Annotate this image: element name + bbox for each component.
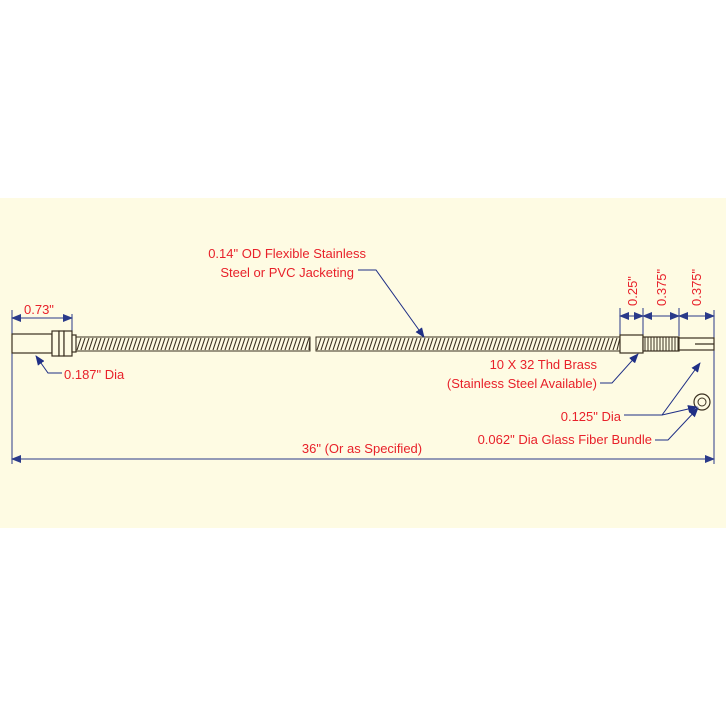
threaded-fitting [619,334,715,354]
leader-fiber [655,407,699,441]
dimension-label-073: 0.73" [24,302,54,317]
leader-jacket [358,269,425,338]
thread-label-line1: 10 X 32 Thd Brass [490,357,598,372]
dimension-label-0375a: 0.375" [654,268,669,306]
leader-0187 [35,355,62,374]
dimension-label-025: 0.25" [625,276,640,306]
jacket-label-line1: 0.14" OD Flexible Stainless [208,246,366,261]
labels: 0.14" OD Flexible Stainless Steel or PVC… [24,246,704,456]
jacket-label-line2: Steel or PVC Jacketing [220,265,354,280]
flexible-jacket [75,336,621,352]
left-connector [11,330,77,357]
leader-thread [600,353,639,384]
drawing-background [0,198,726,528]
diameter-label-0125: 0.125" Dia [561,409,622,424]
thread-label-line2: (Stainless Steel Available) [447,376,597,391]
diameter-label-0187: 0.187" Dia [64,367,125,382]
fiber-bundle-label: 0.062" Dia Glass Fiber Bundle [478,432,652,447]
leader-lines [35,269,701,441]
end-view-outer-circle [693,393,711,411]
overall-length-label: 36" (Or as Specified) [302,441,422,456]
leader-0125 [624,362,701,416]
end-view-inner-circle [697,397,707,407]
dimension-lines [11,312,715,463]
end-view [693,393,711,411]
dimension-label-0375b: 0.375" [689,268,704,306]
